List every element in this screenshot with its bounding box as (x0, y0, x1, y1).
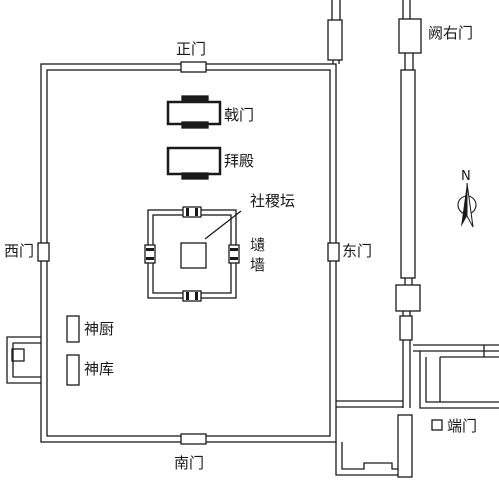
label-dong-men: 东门 (342, 242, 372, 260)
xi-men-gate (37, 242, 50, 262)
label-duan-men: 端门 (447, 417, 477, 435)
label-nan-men: 南门 (174, 454, 204, 472)
shen-chu-building (66, 315, 80, 343)
label-wei-qiang-2: 墙 (250, 256, 265, 274)
ji-men-building (166, 95, 222, 129)
north-arrow-icon (457, 182, 477, 228)
west-annex (6, 336, 41, 384)
label-xi-men: 西门 (4, 242, 34, 260)
wei-wall-gates (144, 206, 240, 302)
label-zheng-men: 正门 (176, 40, 206, 58)
south-east-connector (335, 400, 403, 476)
shen-ku-building (66, 354, 80, 386)
dong-men-gate (327, 242, 340, 262)
compass-north-label: N (461, 169, 471, 184)
bai-dian-building (166, 146, 222, 180)
que-you-men-axis (395, 0, 422, 478)
label-wei-qiang-1: 壝 (250, 236, 265, 254)
label-bai-dian: 拜殿 (224, 152, 254, 170)
altar-leader-line (204, 210, 242, 240)
north-approach (327, 0, 343, 64)
label-she-ji-tan: 社稷坛 (250, 192, 295, 210)
label-shen-chu: 神厨 (84, 320, 114, 338)
nan-men-gate (180, 433, 207, 445)
she-ji-tan-altar (180, 242, 207, 269)
label-shen-ku: 神库 (84, 360, 114, 378)
zheng-men-gate (180, 61, 207, 73)
label-ji-men: 戟门 (224, 106, 254, 124)
wei-wall (147, 209, 237, 299)
label-que-you-men: 阙右门 (428, 24, 473, 42)
duan-men-area (413, 344, 499, 431)
